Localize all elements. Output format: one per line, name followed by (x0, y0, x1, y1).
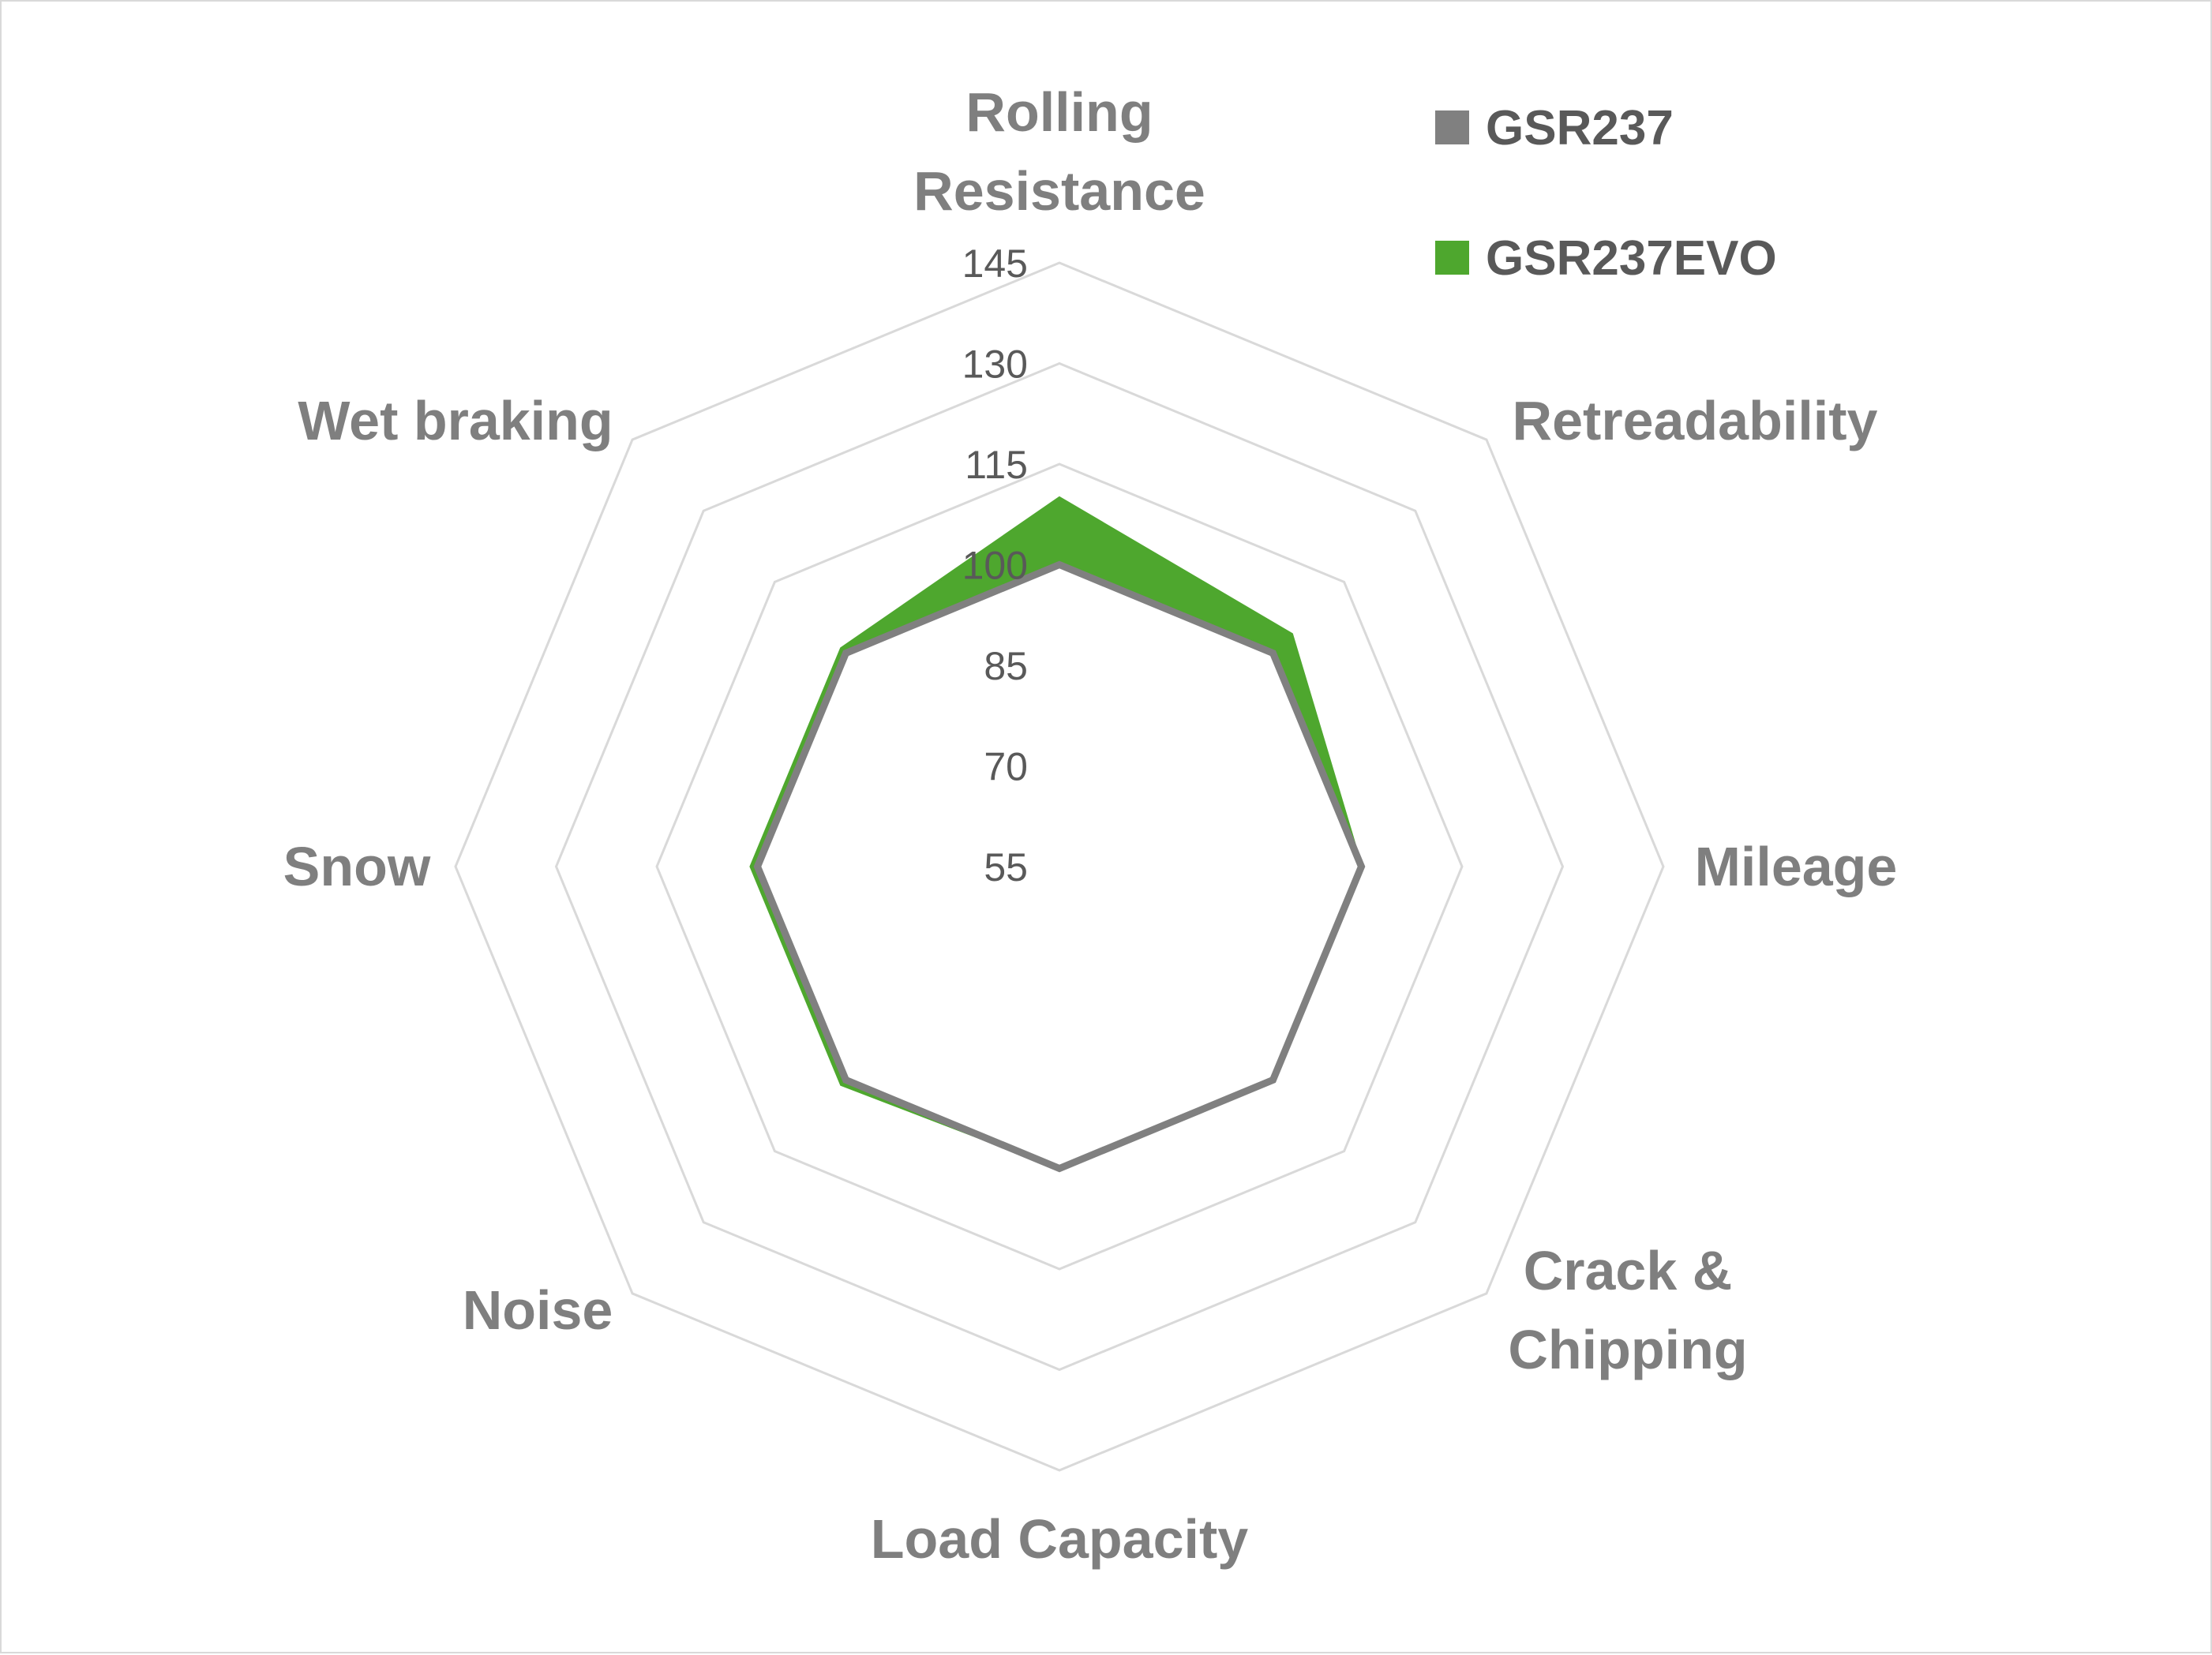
category-label: Wet braking (298, 390, 613, 451)
legend-label: GSR237 (1486, 101, 1674, 155)
axis-tick-label: 115 (965, 443, 1028, 487)
category-label: Mileage (1695, 836, 1898, 897)
legend-swatch (1435, 110, 1469, 144)
axis-tick-label: 145 (962, 242, 1028, 286)
category-label: Snow (283, 836, 431, 897)
category-label: Crack &Chipping (1508, 1240, 1747, 1380)
axis-tick-label: 70 (984, 745, 1028, 789)
axis-tick-label: 130 (962, 343, 1028, 387)
axis-tick-label: 55 (984, 845, 1028, 889)
series-line-gsr237 (758, 565, 1362, 1169)
axis-tick-label: 85 (984, 644, 1028, 688)
legend-label: GSR237EVO (1486, 231, 1777, 286)
axis-tick-label: 100 (962, 544, 1028, 588)
category-label: Load Capacity (871, 1508, 1249, 1570)
category-label: Retreadability (1513, 390, 1878, 451)
legend-swatch (1435, 241, 1469, 275)
category-label: Noise (463, 1279, 613, 1341)
